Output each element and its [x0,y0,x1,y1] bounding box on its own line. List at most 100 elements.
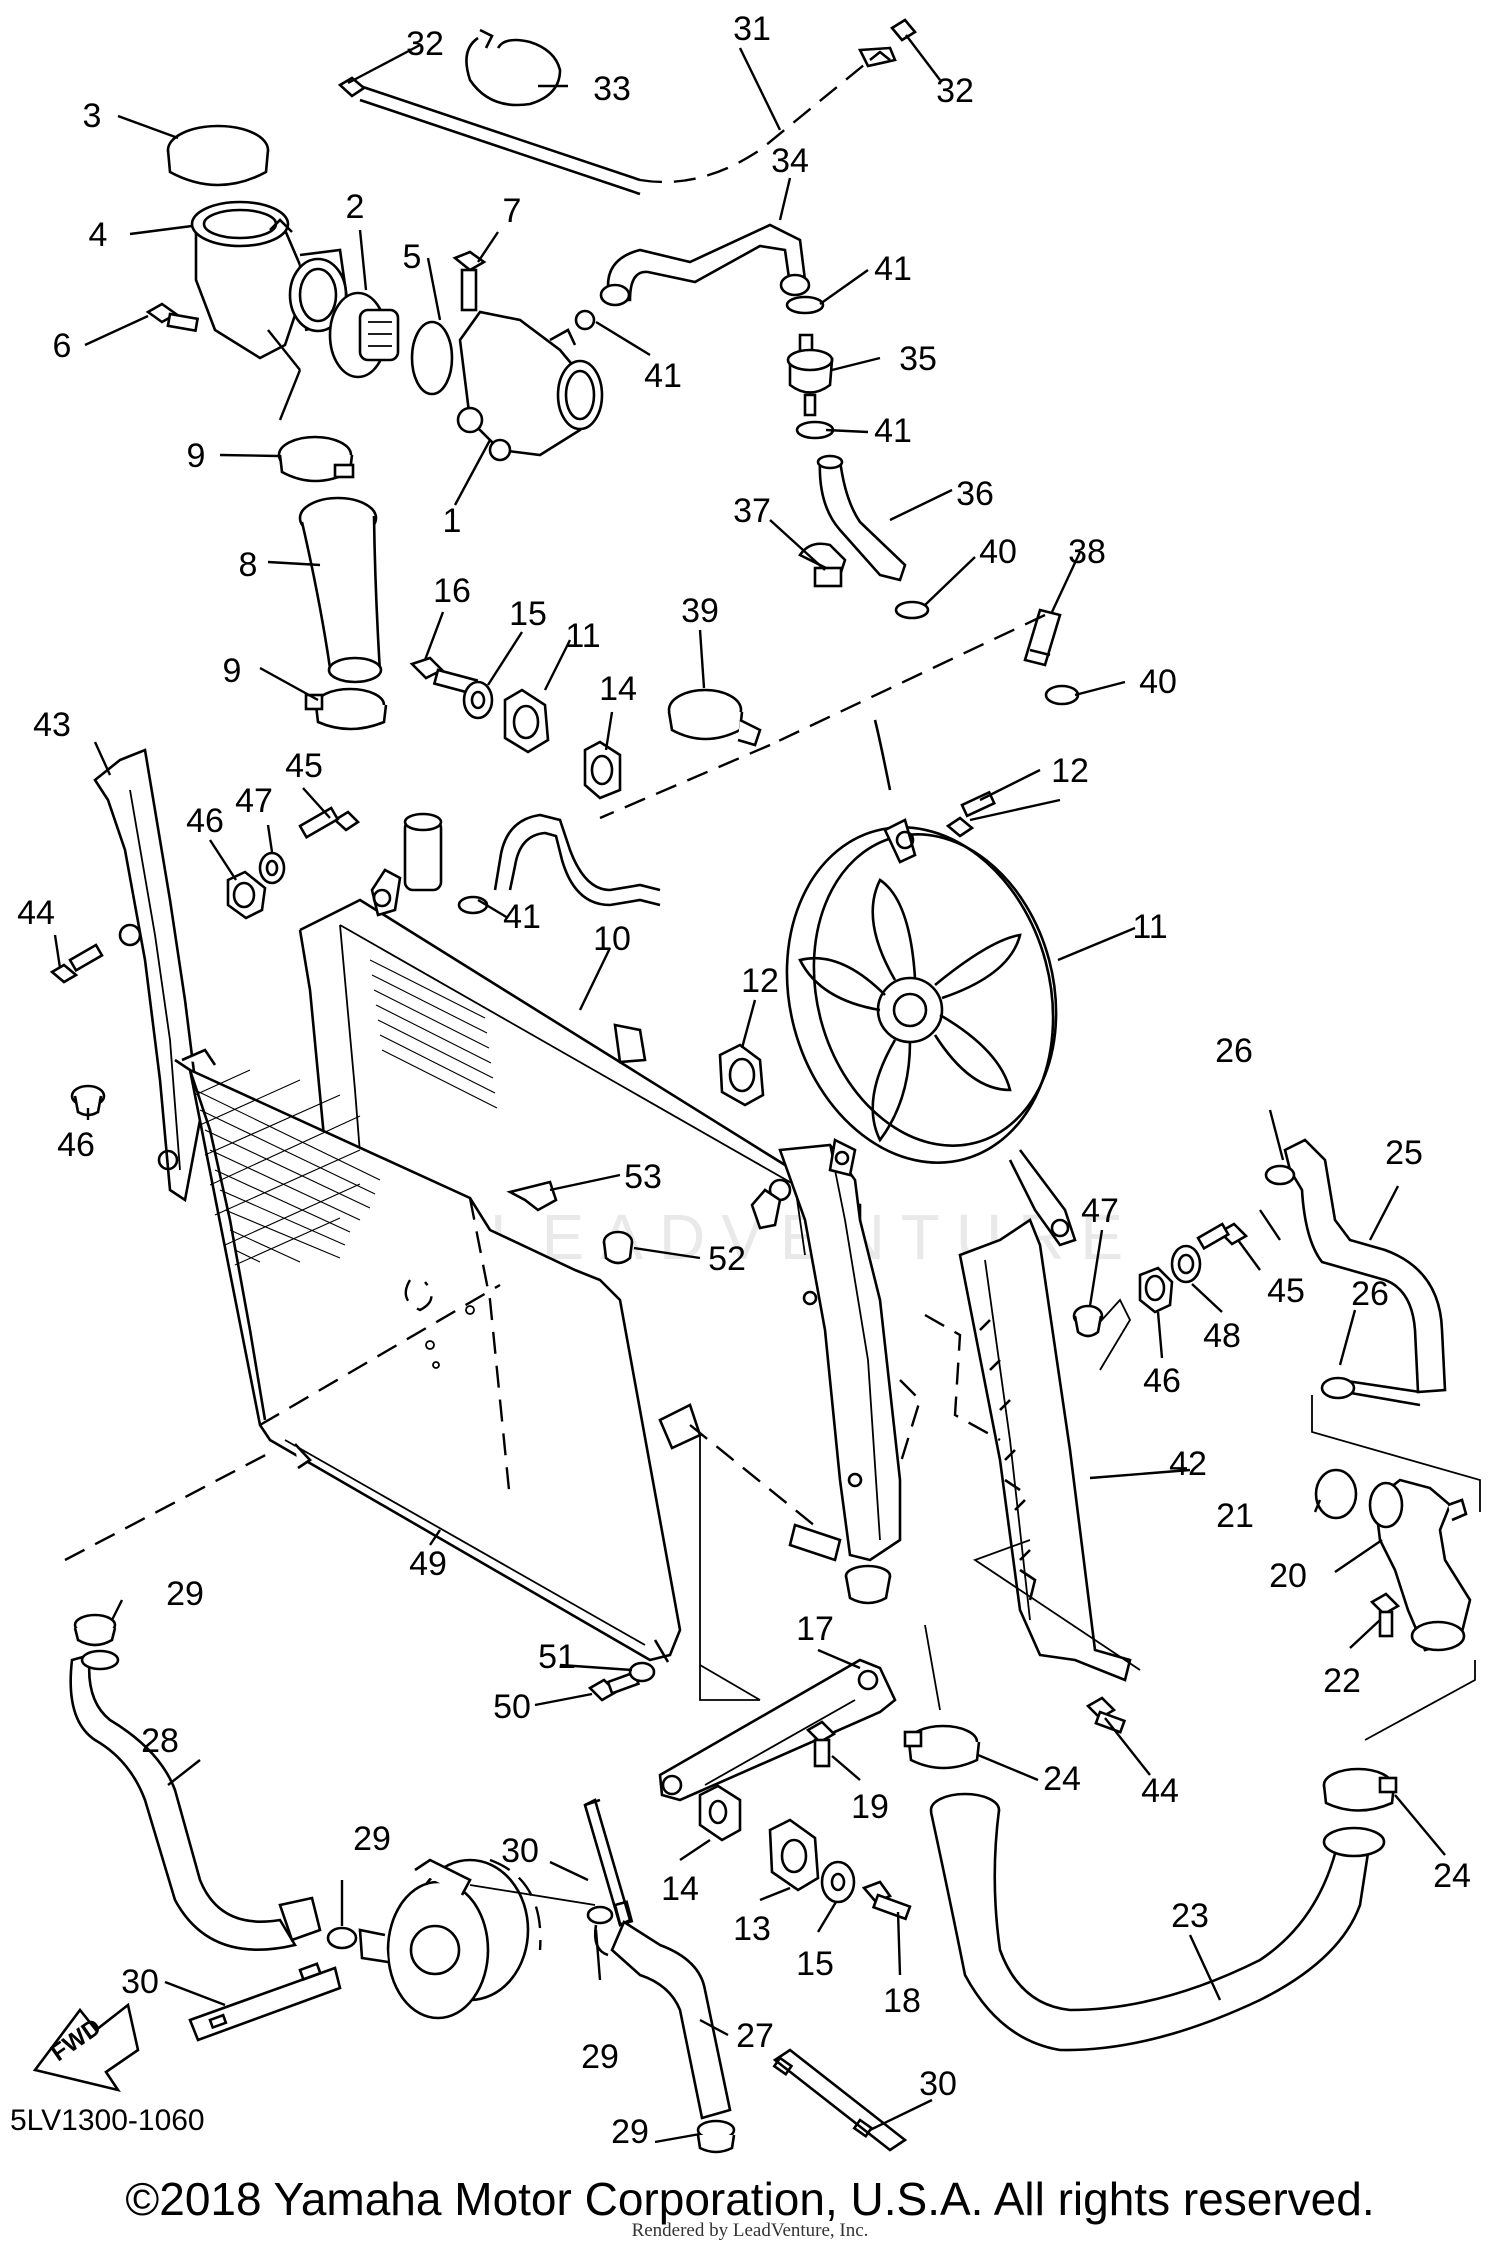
callout-1: 1 [443,502,462,540]
radiator-10 [298,812,902,1701]
grommet-52 [602,1230,634,1265]
parts-artwork: FWD [32,18,1481,2154]
callout-32-right: 32 [936,72,974,110]
right-shroud-hardware [1072,1222,1249,1371]
bracket-39 [667,688,762,747]
callout-48-left: 47 [235,782,273,820]
callout-4: 4 [89,216,108,254]
thermostat [328,291,400,379]
callout-29-bottom: 29 [611,2113,649,2151]
callout-22: 22 [1323,1662,1361,1700]
callout-19: 19 [851,1788,889,1826]
callout-44-left: 44 [17,894,55,932]
thermostat-cover [456,310,604,462]
leader-hose-23 [1364,1660,1476,1741]
callout-20: 20 [1269,1557,1307,1595]
bolt-44-right [1085,1696,1127,1734]
callout-13-upper: 11 [565,617,600,655]
guard-mesh [194,1069,381,1266]
callout-42: 42 [1169,1445,1207,1483]
callout-9-lower: 9 [223,652,242,690]
hose-clamp-24-right [1322,1767,1398,1812]
callout-30-middle: 30 [501,1832,539,1870]
callout-28: 28 [141,1722,179,1760]
callout-14-lower: 14 [661,1870,699,1908]
grommet-13-mid [718,1043,765,1107]
left-shroud-43 [93,748,202,1203]
render-credit: Rendered by LeadVenture, Inc. [631,2220,869,2241]
o-ring-21 [1314,1468,1358,1520]
callout-6: 6 [53,327,72,365]
leader-lines [53,34,1446,2144]
hose-27 [586,1905,736,2154]
hose-clamp-24-left [903,1724,981,1770]
bracket-30-middle [583,1798,634,1927]
callout-43: 43 [33,706,71,744]
callout-24-left: 24 [1043,1760,1081,1798]
bolt-7 [452,250,487,312]
callout-14-upper: 14 [599,670,637,708]
callout-3: 3 [83,97,102,135]
bracket-30-right [772,2048,908,2152]
callout-48-right: 48 [1203,1317,1241,1355]
right-shroud-42 [898,1218,1141,1682]
callout-21: 21 [1216,1497,1254,1535]
callout-38: 38 [1068,533,1106,571]
callout-49: 49 [409,1545,447,1583]
hose-clamp-9-upper [277,435,355,483]
callout-24-right: 24 [1433,1857,1471,1895]
callout-47-right: 47 [1081,1192,1119,1230]
callout-25: 25 [1385,1134,1423,1172]
callout-5: 5 [403,238,422,276]
callout-53: 53 [624,1158,662,1196]
callout-26-lower: 26 [1351,1275,1389,1313]
callout-10: 10 [593,920,631,958]
callout-29-middle: 29 [581,2038,619,2076]
overflow-hose-31 [337,18,917,196]
callout-13-mid: 12 [741,962,779,1000]
radiator-cap [166,124,270,187]
hose-25 [1264,1138,1481,1512]
filler-neck [190,200,352,360]
callout-39: 39 [681,592,719,630]
fan-mount-hardware-upper [409,656,622,800]
hose-8 [298,496,383,684]
callout-34: 34 [771,142,809,180]
callout-7: 7 [503,192,522,230]
callout-44-right: 44 [1141,1772,1179,1810]
copyright-notice: ©2018 Yamaha Motor Corporation, U.S.A. A… [125,2173,1375,2225]
callout-23: 23 [1171,1897,1209,1935]
cooling-fan-11 [785,719,1077,1247]
coolant-hose-23 [929,1792,1386,2052]
callout-37: 37 [733,492,771,530]
callout-51: 51 [538,1638,576,1676]
callout-29-upper: 29 [353,1820,391,1858]
breather-hoses [574,223,930,620]
bolt-19 [805,1720,837,1768]
diagram-code: 5LV1300-1060 [10,2104,205,2137]
callout-41-radiator: 41 [503,898,541,936]
o-ring-5 [410,320,454,396]
callout-15-lower: 15 [796,1945,834,1983]
bolt-12 [945,790,996,838]
bolt-22 [1369,1592,1401,1638]
callout-17: 17 [796,1610,834,1648]
water-outlet-20 [1368,1478,1472,1652]
bolt-50 [587,1670,641,1702]
washer-51 [628,1661,656,1683]
callout-40-lower: 40 [1139,663,1177,701]
callout-32-left: 32 [406,25,444,63]
hose-41-radiator [457,813,661,915]
callout-2: 2 [346,188,365,226]
left-shroud-hardware [226,806,361,920]
callout-50: 50 [493,1688,531,1726]
fwd-arrow: FWD [32,2002,140,2093]
overflow-hose-38 [599,608,1080,820]
callout-36: 36 [956,475,994,513]
hose-28 [64,1448,358,1952]
oil-cooler [358,1858,596,2020]
callout-41-top: 41 [874,250,912,288]
callout-8: 8 [239,546,258,584]
hose-clamp-9-lower [304,687,388,731]
